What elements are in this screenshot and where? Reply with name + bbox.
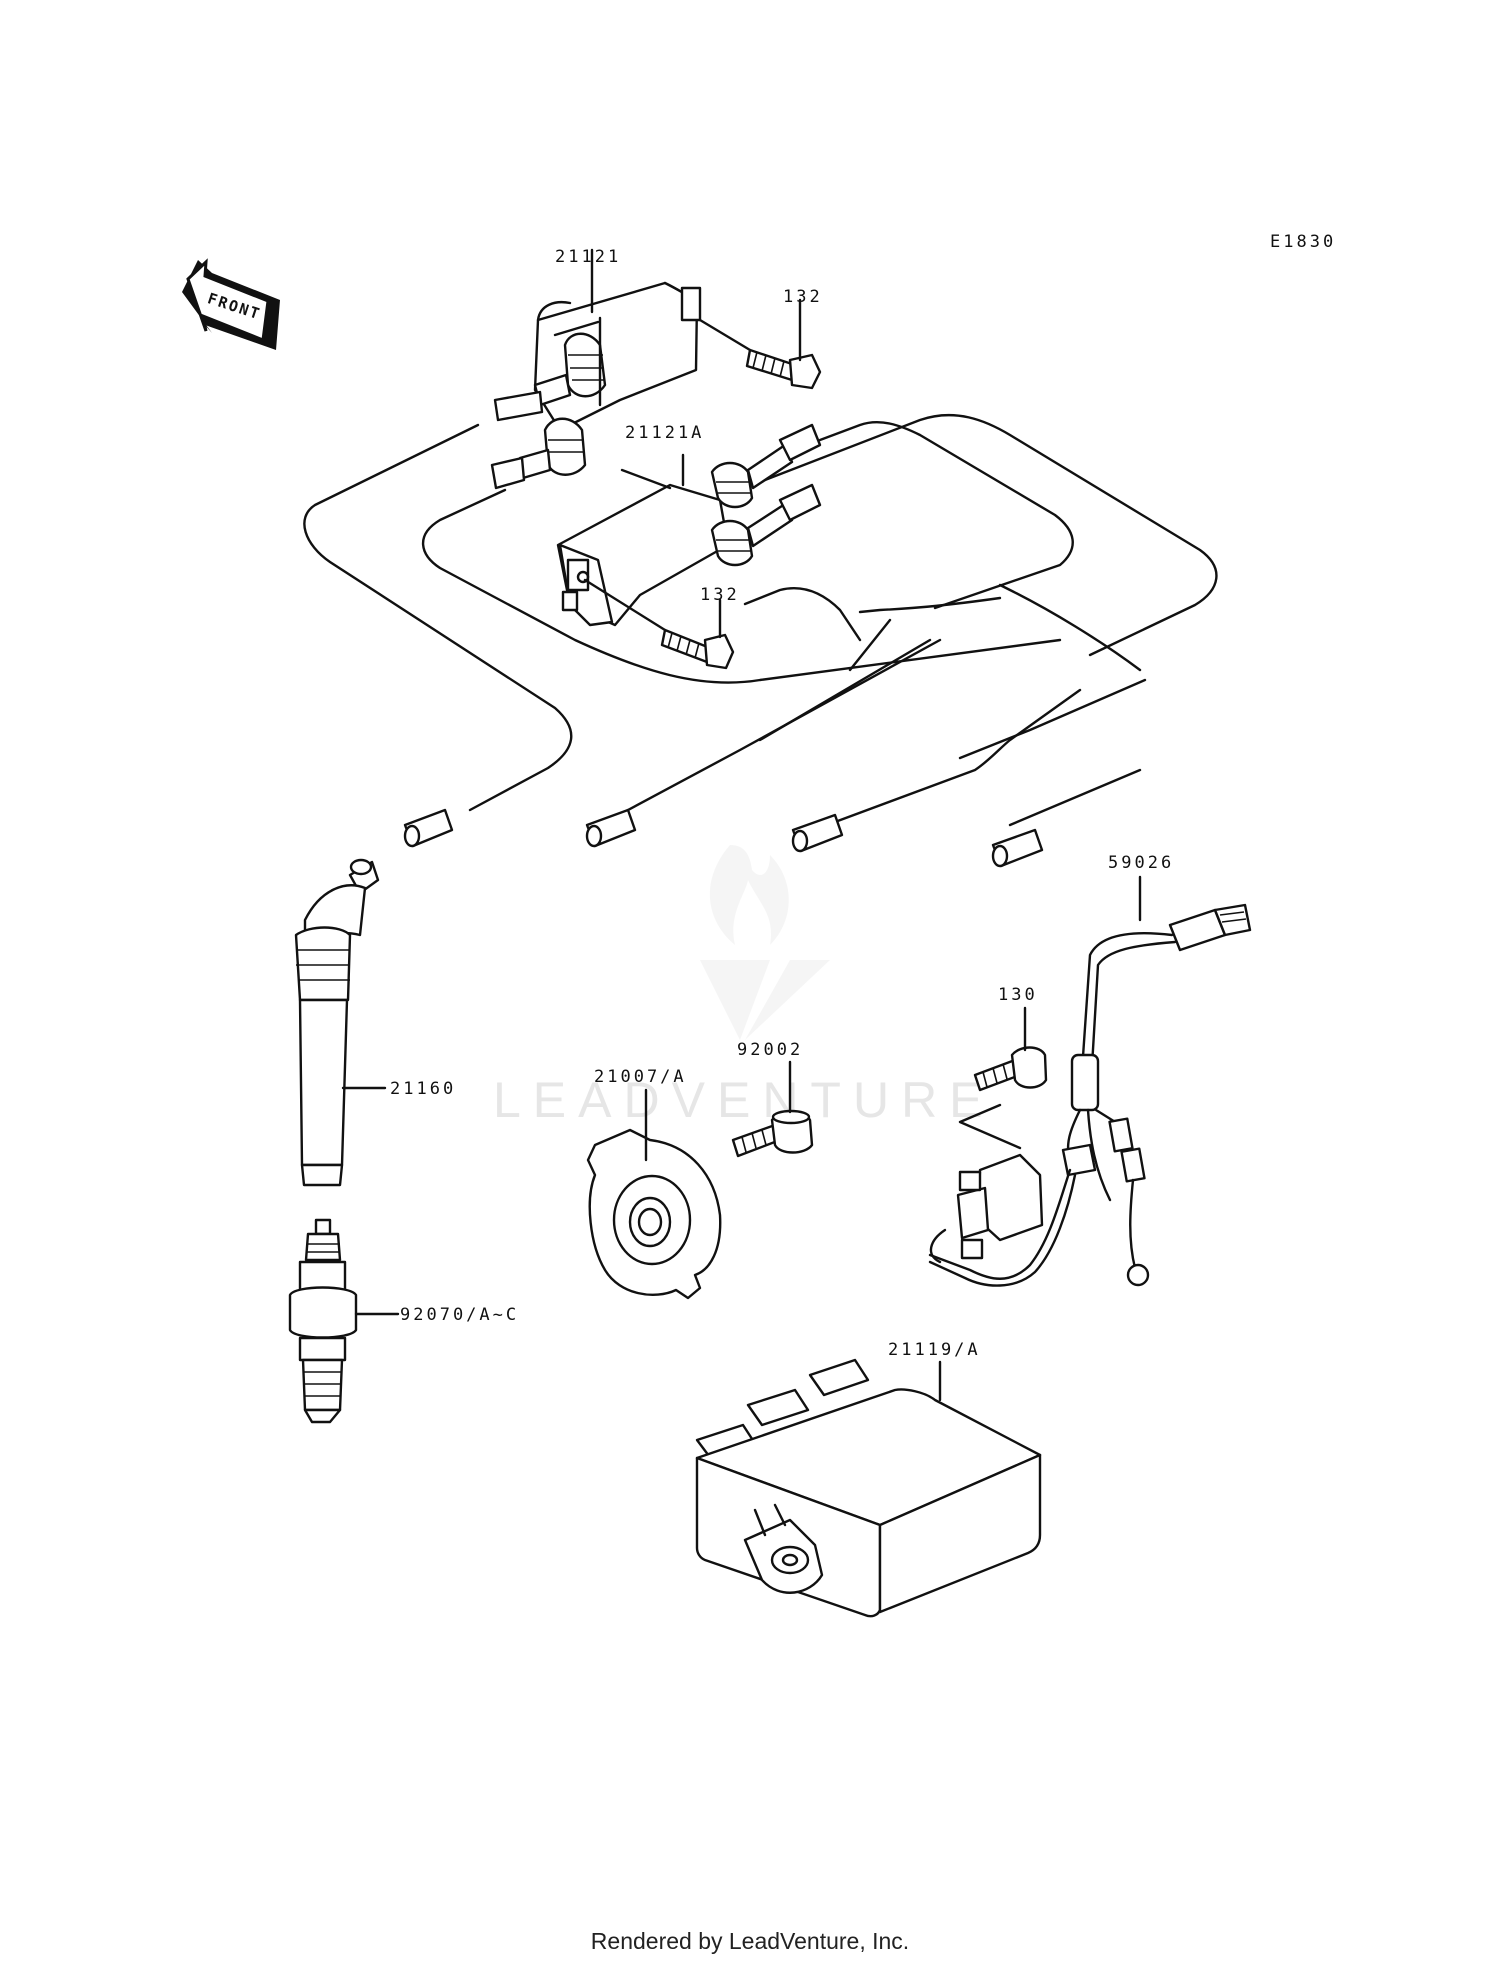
bolt-132-upper — [698, 298, 822, 390]
footer-credit: Rendered by LeadVenture, Inc. — [590, 1928, 910, 1954]
timing-rotor-21007 — [586, 1088, 722, 1300]
watermark-logo — [700, 845, 830, 1040]
ignition-coil-21121A — [556, 423, 822, 627]
plug-cap-21160 — [294, 858, 387, 1187]
bolt-92002 — [731, 1060, 814, 1158]
bolt-130 — [958, 1006, 1048, 1150]
diagram-code: E1830 — [1270, 232, 1336, 252]
callout-cap: 21160 — [390, 1079, 456, 1099]
callout-bolt-lower: 132 — [700, 585, 740, 605]
bolt-132-lower — [583, 578, 735, 670]
ignition-coil-21121 — [490, 248, 702, 490]
front-arrow-icon: FRONT — [182, 258, 280, 350]
spark-plug-92070 — [288, 1218, 400, 1424]
callout-ignitor: 21119/A — [888, 1340, 981, 1360]
callout-bolt-sensor: 130 — [998, 985, 1038, 1005]
callout-bolt-upper: 132 — [783, 287, 823, 307]
callout-coil-b: 21121A — [625, 423, 704, 443]
pickup-harness-59026 — [928, 875, 1252, 1287]
callout-rotor: 21007/A — [594, 1067, 687, 1087]
ignitor-21119 — [695, 1358, 1042, 1618]
wire-caps — [403, 808, 1044, 868]
callout-coil-a: 21121 — [555, 247, 621, 267]
callout-spark-plug: 92070/A~C — [400, 1305, 519, 1325]
ignition-wires — [303, 413, 1218, 837]
callout-bolt-rotor: 92002 — [737, 1040, 803, 1060]
watermark-text: LEADVENTURE — [493, 1072, 995, 1128]
callout-sensor-harness: 59026 — [1108, 853, 1174, 873]
